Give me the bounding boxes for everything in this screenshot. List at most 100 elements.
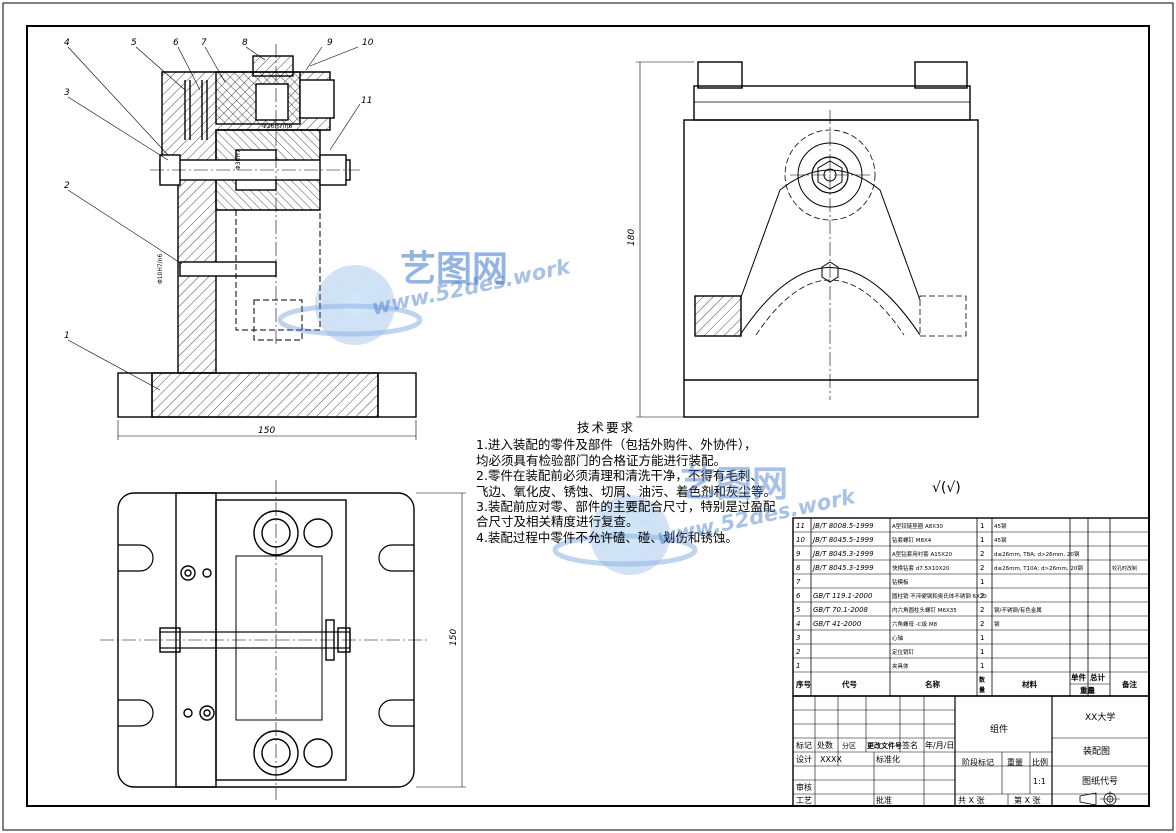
bom-cell-no: 2: [796, 648, 801, 656]
bom-cell-code: GB/T 119.1-2000: [813, 592, 873, 600]
svg-text:XXXX: XXXX: [820, 755, 842, 764]
tech-req-line-1: 1.进入装配的零件及部件（包括外购件、外协件），: [476, 437, 757, 453]
bom-cell-code: JB/T 8045.3-1999: [811, 550, 874, 558]
bom-cell-no: 7: [796, 578, 801, 586]
svg-text:工艺: 工艺: [796, 796, 812, 805]
svg-text:批准: 批准: [876, 795, 892, 805]
bom-cell-code: JB/T 8045.5-1999: [811, 536, 874, 544]
bom-cell-qty: 2: [980, 620, 984, 628]
bom-cell-material: 45钢: [994, 522, 1007, 530]
tech-req-line-6: 合尺寸及相关精度进行复查。: [476, 514, 639, 530]
bom-cell-qty: 2: [980, 606, 984, 614]
svg-text:1:1: 1:1: [1033, 777, 1046, 786]
svg-text:数: 数: [979, 676, 986, 684]
bom-cell-qty: 1: [980, 578, 984, 586]
bom-cell-name: A型钻套用衬套 A15X20: [892, 550, 953, 558]
bom-cell-code: JB/T 8008.5-1999: [811, 522, 874, 530]
title-block: [792, 695, 1150, 807]
bom-cell-material: 钢/不锈钢/有色金属: [994, 606, 1042, 614]
bom-cell-name: 夹具体: [892, 662, 909, 670]
bom-cell-no: 5: [796, 606, 801, 614]
bom-cell-no: 11: [796, 522, 805, 530]
bom-cell-qty: 1: [980, 522, 984, 530]
svg-text:审核: 审核: [796, 782, 812, 792]
bom-cell-no: 4: [796, 620, 800, 628]
svg-text:单件: 单件: [1071, 672, 1087, 682]
tech-req-line-5: 3.装配前应对零、部件的主要配合尺寸，特别是过盈配: [476, 499, 776, 515]
dim-side-height: 180: [627, 229, 637, 246]
bom-cell-qty: 1: [980, 648, 984, 656]
svg-text:6: 6: [173, 38, 179, 48]
svg-text:11: 11: [361, 96, 372, 106]
svg-text:8: 8: [242, 38, 248, 48]
svg-text:代号: 代号: [841, 679, 857, 689]
svg-text:重量: 重量: [1080, 685, 1096, 695]
bom-cell-qty: 2: [980, 550, 984, 558]
bom-cell-material: 45钢: [994, 536, 1007, 544]
technical-requirements: 技术要求 1.进入装配的零件及部件（包括外购件、外协件）， 均必须具有检验部门的…: [476, 420, 806, 545]
top-view: [100, 480, 466, 800]
svg-text:设计: 设计: [796, 754, 812, 764]
bom-cell-code: GB/T 41-2000: [813, 620, 862, 628]
bom-cell-name: 圆柱销 不淬硬钢和奥氏体不锈钢 6X20: [892, 592, 987, 600]
bom-cell-qty: 1: [980, 634, 984, 642]
svg-text:标记: 标记: [796, 740, 812, 750]
bom-cell-qty: 1: [980, 536, 984, 544]
bom-cell-code: JB/T 8045.3-1999: [811, 564, 874, 572]
svg-text:10: 10: [362, 38, 374, 48]
svg-text:3: 3: [64, 88, 70, 98]
svg-text:更改文件号: 更改文件号: [867, 741, 902, 750]
bom-cell-note: 铰孔时改制: [1112, 565, 1137, 572]
bom-cell-no: 1: [796, 662, 800, 670]
bom-cell-name: 钻套螺钉 M8X4: [892, 536, 932, 544]
bom-cell-name: 六角螺母 -C级 M8: [892, 620, 938, 628]
tech-req-line-4: 飞边、氧化皮、锈蚀、切屑、油污、着色剂和灰尘等。: [476, 483, 777, 499]
svg-text:第 X 张: 第 X 张: [1014, 795, 1041, 805]
svg-text:共 X 张: 共 X 张: [958, 796, 985, 805]
bom-cell-no: 10: [796, 536, 805, 544]
watermark-logo: [277, 265, 698, 575]
bom-cell-name: 钻模板: [892, 578, 909, 586]
svg-text:备注: 备注: [1121, 679, 1138, 689]
dim-fit-pin: Φ10H7/n6: [157, 253, 164, 284]
side-view: [636, 61, 979, 418]
svg-text:1: 1: [64, 331, 70, 341]
tech-req-line-2: 均必须具有检验部门的合格证方能进行装配。: [476, 452, 727, 468]
tech-req-title: 技术要求: [576, 420, 635, 435]
dim-fit-top: Φ26H7/n6: [262, 123, 293, 130]
drawing-frame: [26, 25, 1150, 807]
tech-req-line-7: 4.装配过程中零件不允许磕、碰、划伤和锈蚀。: [476, 529, 738, 545]
bom-cell-material: 钢: [994, 620, 1000, 628]
bom-header: 序号 代号 名称 数 量 材料 单件 总计 重量 备注: [796, 672, 1138, 695]
tech-req-line-3: 2.零件在装配前必须清理和清洗干净，不得有毛刺、: [476, 468, 763, 484]
bom-cell-material: d≤26mm, T8A; d>26mm, 20钢: [994, 550, 1080, 558]
svg-text:7: 7: [201, 38, 207, 48]
callout-labels: 4 5 6 7 8 9 10 3 11 2 1: [64, 38, 374, 341]
bom-cell-code: GB/T 70.1-2008: [813, 606, 869, 614]
svg-text:分区: 分区: [842, 741, 856, 750]
svg-text:标准化: 标准化: [876, 754, 900, 764]
svg-text:组件: 组件: [990, 723, 1008, 735]
bom-cell-qty: 2: [980, 564, 984, 572]
svg-text:XX大学: XX大学: [1085, 711, 1115, 723]
svg-text:图纸代号: 图纸代号: [1082, 775, 1118, 787]
svg-text:量: 量: [979, 686, 985, 694]
svg-text:总计: 总计: [1090, 672, 1106, 682]
svg-text:名称: 名称: [925, 679, 940, 689]
svg-text:年/月/日: 年/月/日: [925, 740, 954, 750]
svg-text:处数: 处数: [817, 740, 833, 750]
svg-text:材料: 材料: [1022, 679, 1038, 689]
bom-cell-no: 9: [796, 550, 801, 558]
bom-cell-name: 快换钻套 d7.5X10X20: [892, 564, 950, 572]
bom-cell-no: 8: [796, 564, 801, 572]
bom-cell-name: 心轴: [892, 634, 904, 642]
dim-top-height: 150: [449, 629, 459, 646]
bom-cell-qty: 2: [980, 592, 984, 600]
title-block-text: 组件 XX大学 装配图 图纸代号 标记 处数 分区 更改文件号 签名 年/月/日…: [796, 711, 1118, 805]
bom-cell-no: 3: [796, 634, 800, 642]
bom-cell-no: 6: [796, 592, 801, 600]
bom-cell-name: 定位销钉: [892, 648, 915, 656]
